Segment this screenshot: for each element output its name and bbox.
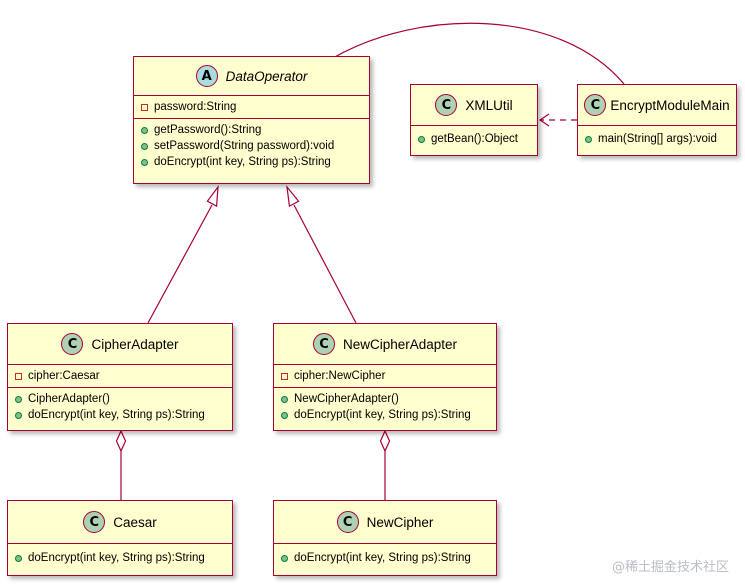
class-newcipher[interactable]: C NewCipher doEncrypt(int key, String ps… [273,500,497,576]
class-name: EncryptModuleMain [610,97,730,113]
class-name: Caesar [113,514,157,530]
method-text: doEncrypt(int key, String ps):String [154,156,331,168]
method-text: doEncrypt(int key, String ps):String [28,552,205,564]
method-text: setPassword(String password):void [154,140,335,152]
generalization-arrowhead [206,184,219,208]
private-visibility-icon [141,103,148,111]
fields-section: cipher:Caesar [8,364,232,387]
method-row: NewCipherAdapter() [281,391,490,407]
public-visibility-icon [281,411,288,419]
class-xmlutil[interactable]: C XMLUtil getBean():Object [410,84,538,156]
class-header: C XMLUtil [411,85,537,125]
field-row: cipher:NewCipher [281,368,490,384]
method-text: getBean():Object [431,133,518,145]
method-text: CipherAdapter() [28,393,110,405]
public-visibility-icon [281,554,288,562]
public-visibility-icon [141,158,148,166]
class-stereotype-icon: C [584,94,607,116]
association-edge [332,22,625,85]
class-encryptmodulemain[interactable]: C EncryptModuleMain main(String[] args):… [577,84,737,156]
class-stereotype-icon: C [61,333,84,355]
public-visibility-icon [281,395,288,403]
public-visibility-icon [141,126,148,134]
method-text: doEncrypt(int key, String ps):String [294,409,471,421]
watermark-text: @稀土掘金技术社区 [611,560,729,575]
class-stereotype-icon: C [83,511,106,533]
method-text: doEncrypt(int key, String ps):String [28,409,205,421]
field-text: cipher:Caesar [28,370,100,382]
method-row: doEncrypt(int key, String ps):String [15,550,226,566]
class-name: NewCipher [366,514,434,530]
class-name: CipherAdapter [91,336,179,352]
method-text: getPassword():String [154,124,262,136]
class-name: XMLUtil [465,97,513,113]
public-visibility-icon [141,142,148,150]
class-name: DataOperator [225,68,308,84]
aggregation-diamond [379,429,391,453]
method-row: doEncrypt(int key, String ps):String [141,154,363,170]
method-text: main(String[] args):void [598,133,717,145]
class-stereotype-icon: C [312,333,335,355]
methods-section: getBean():Object [411,125,537,150]
class-header: C NewCipherAdapter [274,324,496,364]
method-row: doEncrypt(int key, String ps):String [281,550,490,566]
method-text: NewCipherAdapter() [294,393,399,405]
method-row: doEncrypt(int key, String ps):String [15,407,226,423]
private-visibility-icon [281,372,288,380]
class-cipheradapter[interactable]: C CipherAdapter cipher:Caesar CipherAdap… [7,323,233,431]
class-header: C EncryptModuleMain [578,85,736,125]
method-text: doEncrypt(int key, String ps):String [294,552,471,564]
method-row: getPassword():String [141,122,363,138]
private-visibility-icon [15,372,22,380]
method-row: main(String[] args):void [585,131,730,147]
methods-section: NewCipherAdapter() doEncrypt(int key, St… [274,387,496,426]
generalization-edge [293,204,357,324]
class-header: C Caesar [8,501,232,543]
fields-section: password:String [134,95,369,118]
generalization-arrowhead [286,184,300,208]
class-stereotype-icon: C [336,511,359,533]
method-row: getBean():Object [418,131,531,147]
field-text: password:String [154,101,237,113]
class-header: C CipherAdapter [8,324,232,364]
field-text: cipher:NewCipher [294,370,386,382]
class-caesar[interactable]: C Caesar doEncrypt(int key, String ps):S… [7,500,233,576]
field-row: cipher:Caesar [15,368,226,384]
field-row: password:String [141,99,363,115]
methods-section: CipherAdapter() doEncrypt(int key, Strin… [8,387,232,426]
generalization-edge [147,204,213,324]
class-newcipheradapter[interactable]: C NewCipherAdapter cipher:NewCipher NewC… [273,323,497,431]
class-dataoperator[interactable]: A DataOperator password:String getPasswo… [133,56,370,184]
public-visibility-icon [15,395,22,403]
class-stereotype-icon: C [435,94,458,116]
aggregation-diamond [115,429,127,453]
methods-section: doEncrypt(int key, String ps):String [8,543,232,569]
abstract-stereotype-icon: A [195,65,218,87]
method-row: CipherAdapter() [15,391,226,407]
class-header: A DataOperator [134,57,369,95]
method-row: doEncrypt(int key, String ps):String [281,407,490,423]
public-visibility-icon [418,135,425,143]
methods-section: doEncrypt(int key, String ps):String [274,543,496,569]
public-visibility-icon [15,411,22,419]
method-row: setPassword(String password):void [141,138,363,154]
class-name: NewCipherAdapter [342,336,458,352]
dependency-arrowhead [538,113,550,127]
class-header: C NewCipher [274,501,496,543]
fields-section: cipher:NewCipher [274,364,496,387]
public-visibility-icon [15,554,22,562]
methods-section: getPassword():String setPassword(String … [134,118,369,173]
methods-section: main(String[] args):void [578,125,736,150]
public-visibility-icon [585,135,592,143]
